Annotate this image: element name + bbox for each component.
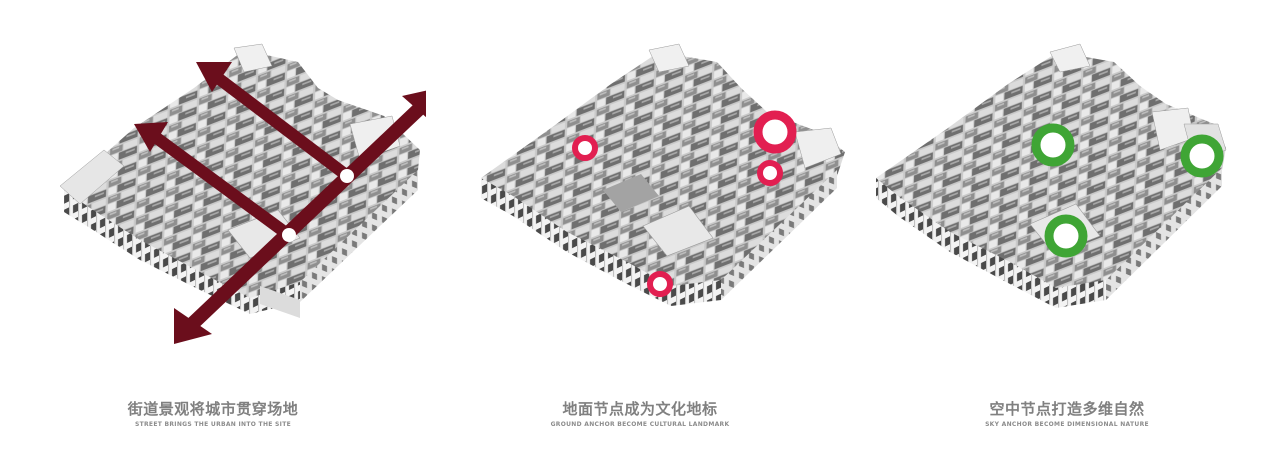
ground-anchor-ring — [572, 135, 598, 161]
site-massing — [481, 43, 845, 306]
panel-street-urban: 街道景观将城市贯穿场地 STREET BRINGS THE URBAN INTO… — [0, 0, 426, 476]
sky-anchor-ring — [1180, 134, 1224, 178]
street-axis-arrows — [134, 62, 426, 344]
arrow-diagonal — [174, 90, 426, 344]
ground-anchor-ring — [753, 110, 797, 154]
arrow-upper-left — [196, 62, 354, 183]
panel-ground-anchor: 地面节点成为文化地标 GROUND ANCHOR BECOME CULTURAL… — [427, 0, 853, 476]
intersection-node — [282, 228, 296, 242]
caption-english: GROUND ANCHOR BECOME CULTURAL LANDMARK — [550, 421, 730, 428]
caption: 地面节点成为文化地标 GROUND ANCHOR BECOME CULTURAL… — [427, 400, 853, 429]
caption-english: STREET BRINGS THE URBAN INTO THE SITE — [135, 421, 291, 428]
ground-anchor-ring — [757, 160, 783, 186]
caption-chinese: 地面节点成为文化地标 — [562, 400, 718, 418]
sky-anchor-markers — [1031, 123, 1224, 258]
panel-sky-anchor: 空中节点打造多维自然 SKY ANCHOR BECOME DIMENSIONAL… — [854, 0, 1280, 476]
site-massing — [876, 43, 1227, 308]
ground-anchor-markers — [572, 110, 797, 297]
sky-anchor-ring — [1031, 123, 1075, 167]
site-axonometric-model — [876, 43, 1227, 308]
caption-chinese: 街道景观将城市贯穿场地 — [127, 400, 299, 418]
caption: 街道景观将城市贯穿场地 STREET BRINGS THE URBAN INTO… — [0, 400, 426, 429]
site-axonometric-model — [481, 43, 845, 306]
sky-anchor-ring — [1044, 214, 1088, 258]
ground-anchor-ring — [647, 271, 673, 297]
caption-chinese: 空中节点打造多维自然 — [989, 400, 1145, 418]
site-axonometric-model — [59, 43, 426, 344]
intersection-node — [340, 169, 354, 183]
site-massing — [59, 43, 420, 318]
caption-english: SKY ANCHOR BECOME DIMENSIONAL NATURE — [985, 421, 1149, 428]
arrow-lower-left — [134, 122, 294, 241]
caption: 空中节点打造多维自然 SKY ANCHOR BECOME DIMENSIONAL… — [854, 400, 1280, 429]
